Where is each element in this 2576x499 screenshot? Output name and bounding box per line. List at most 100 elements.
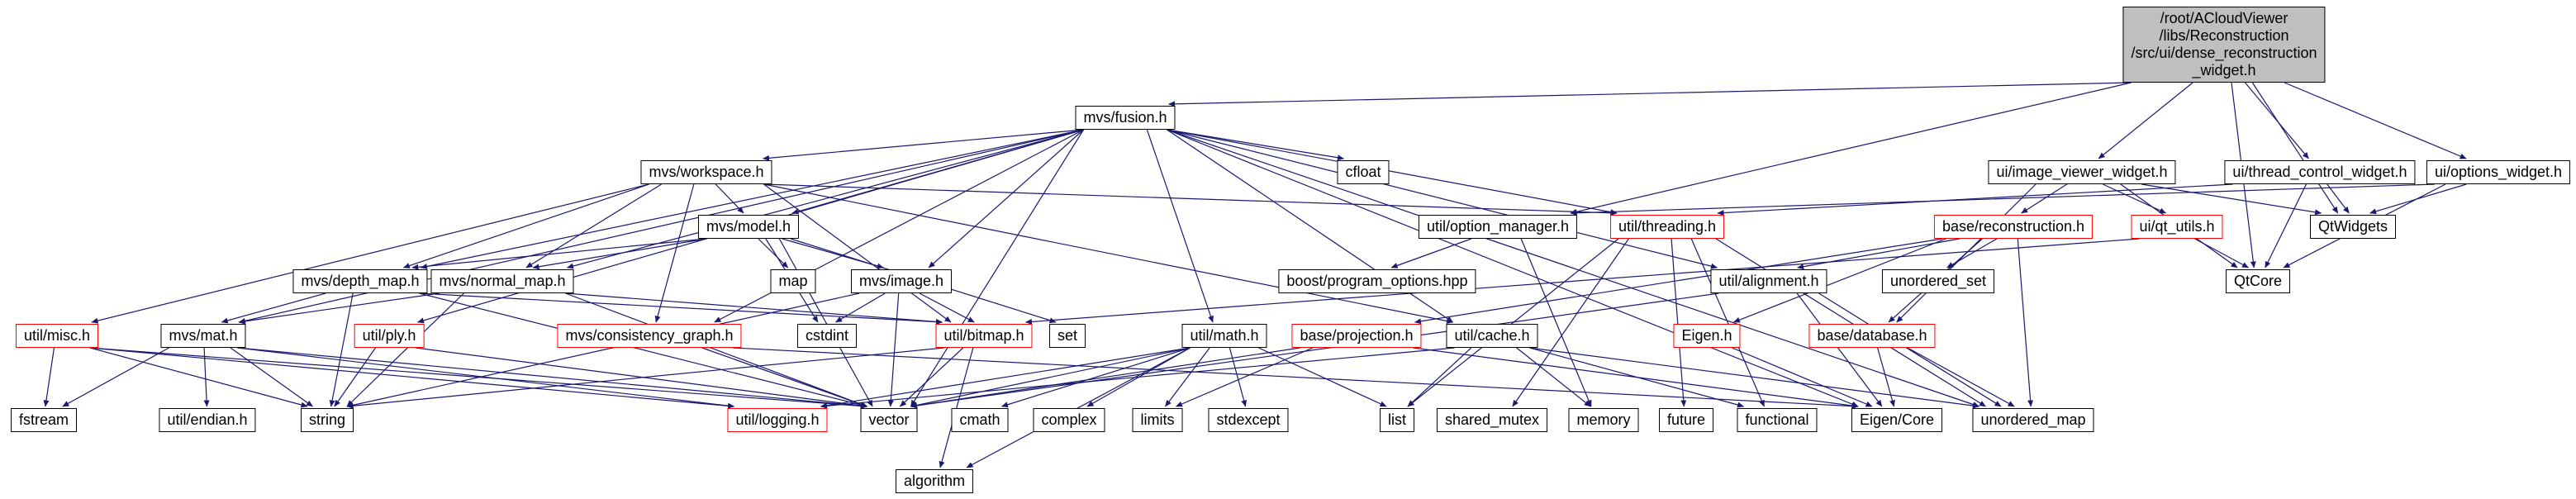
graph-node-label: util/ply.h [362,327,416,344]
edge-bitmap-algorithm [939,347,974,468]
edge-projection-vector [910,347,1300,409]
edge-threading-unordered_map [1715,238,1986,407]
edge-threading-list [1407,238,1619,407]
graph-node-alignment[interactable]: util/alignment.h [1710,269,1827,293]
graph-node-misc[interactable]: util/misc.h [15,324,99,348]
graph-node-threading[interactable]: util/threading.h [1609,215,1725,239]
edge-fusion-threading [1167,129,1618,216]
graph-node-label: map [778,273,808,289]
edge-cache-logging [820,347,1455,409]
graph-node-unordered_set: unordered_set [1881,269,1995,293]
graph-node-label: cstdint [805,327,849,344]
graph-node-option_manager[interactable]: util/option_manager.h [1418,215,1578,239]
edge-math-logging [820,347,1191,409]
graph-node-label: mvs/fusion.h [1083,109,1167,126]
graph-node-normal_map[interactable]: mvs/normal_map.h [430,269,574,293]
graph-node-set: set [1048,324,1086,348]
graph-node-list: list [1380,408,1414,432]
edge-image_viewer-database [1896,183,2037,323]
graph-node-label: shared_mutex [1444,411,1540,428]
graph-node-label: complex [1041,411,1097,428]
graph-node-label: util/bitmap.h [943,327,1024,344]
graph-node-endian[interactable]: util/endian.h [159,408,256,432]
graph-node-eigen_h[interactable]: Eigen.h [1673,324,1741,348]
graph-node-label: Eigen/Core [1859,411,1935,428]
edge-model-normal_map [532,238,707,270]
graph-node-image[interactable]: mvs/image.h [850,269,953,293]
graph-node-image_viewer[interactable]: ui/image_viewer_widget.h [1988,160,2176,184]
graph-node-label: set [1057,327,1078,344]
edge-reconstruction-eigen_h [1733,238,1946,323]
graph-node-label: /libs/Reconstruction [2159,27,2289,44]
edge-cache-unordered_map [1529,347,1980,409]
edge-image_viewer-qt_utils [2103,183,2166,214]
graph-node-label: mvs/workspace.h [649,164,764,180]
edge-fusion-normal_map [567,129,1084,269]
graph-node-label: string [308,411,346,428]
edge-model-vector [778,238,873,407]
graph-node-stdexcept: stdexcept [1208,408,1289,432]
graph-node-limits: limits [1132,408,1183,432]
edge-workspace-normal_map [525,183,662,269]
edge-depth_map-string [329,292,354,407]
graph-node-complex: complex [1033,408,1105,432]
graph-node-label: functional [1745,411,1809,428]
graph-node-algorithm: algorithm [895,469,974,493]
graph-node-math[interactable]: util/math.h [1181,324,1267,348]
edge-thread_control-threading [1717,183,2233,216]
edge-normal_map-vector [565,292,867,407]
graph-node-options_widget[interactable]: ui/options_widget.h [2426,160,2571,184]
edge-eigen_h-eigen_core [1732,347,1873,407]
graph-node-reconstruction[interactable]: base/reconstruction.h [1933,215,2094,239]
graph-node-ply[interactable]: util/ply.h [354,324,425,348]
graph-node-cache[interactable]: util/cache.h [1446,324,1538,348]
graph-node-eigen_core: Eigen/Core [1851,408,1943,432]
graph-node-label: ui/thread_control_widget.h [2232,164,2407,180]
graph-node-functional: functional [1737,408,1818,432]
edge-mat-logging [237,347,734,409]
graph-node-model[interactable]: mvs/model.h [697,215,800,239]
edge-main-options_widget [2284,82,2467,159]
graph-node-label: vector [868,411,910,428]
graph-node-consistency[interactable]: mvs/consistency_graph.h [557,324,742,348]
graph-node-label: boost/program_options.hpp [1286,273,1468,289]
graph-node-logging[interactable]: util/logging.h [727,408,828,432]
graph-node-cfloat: cfloat [1337,160,1390,184]
edge-workspace-model [715,183,744,214]
graph-node-label: mvs/normal_map.h [439,273,566,289]
edge-model-map [758,238,789,269]
edge-reconstruction-unordered_set [1946,238,1998,269]
edge-option_manager-boost [1390,238,1472,269]
edge-reconstruction-projection [1414,238,1943,325]
graph-node-label: unordered_set [1889,273,1987,289]
graph-node-label: util/alignment.h [1718,273,1819,289]
graph-node-qtwidgets: QtWidgets [2309,215,2397,239]
graph-node-label: list [1388,411,1406,428]
edge-database-eigen_core [1877,347,1895,407]
edge-alignment-vector [910,292,1719,409]
graph-node-mat[interactable]: mvs/mat.h [160,324,246,348]
graph-node-bitmap[interactable]: util/bitmap.h [935,324,1033,348]
graph-node-workspace[interactable]: mvs/workspace.h [640,160,772,184]
graph-node-cstdint: cstdint [796,324,858,348]
edge-misc-logging [89,347,734,409]
graph-node-database[interactable]: base/database.h [1808,324,1936,348]
edge-alignment-eigen_core [1796,292,1883,407]
edge-main-option_manager [1570,82,2132,215]
graph-node-fusion[interactable]: mvs/fusion.h [1075,106,1176,130]
edge-math-list [1258,347,1387,407]
graph-node-label: algorithm [903,473,966,489]
edge-image-vector [887,292,900,407]
graph-node-projection[interactable]: base/projection.h [1291,324,1422,348]
edge-mat-fstream [62,347,169,407]
edge-fusion-mat [239,129,1084,324]
graph-node-depth_map[interactable]: mvs/depth_map.h [292,269,428,293]
graph-node-label: util/endian.h [167,411,248,428]
edge-reconstruction-unordered_map [2017,238,2034,407]
graph-node-thread_control[interactable]: ui/thread_control_widget.h [2224,160,2416,184]
graph-node-qt_utils[interactable]: ui/qt_utils.h [2131,215,2223,239]
edge-misc-vector [89,347,867,409]
edge-fusion-unordered_map [1167,129,1980,407]
edge-cache-functional [1529,347,1744,408]
